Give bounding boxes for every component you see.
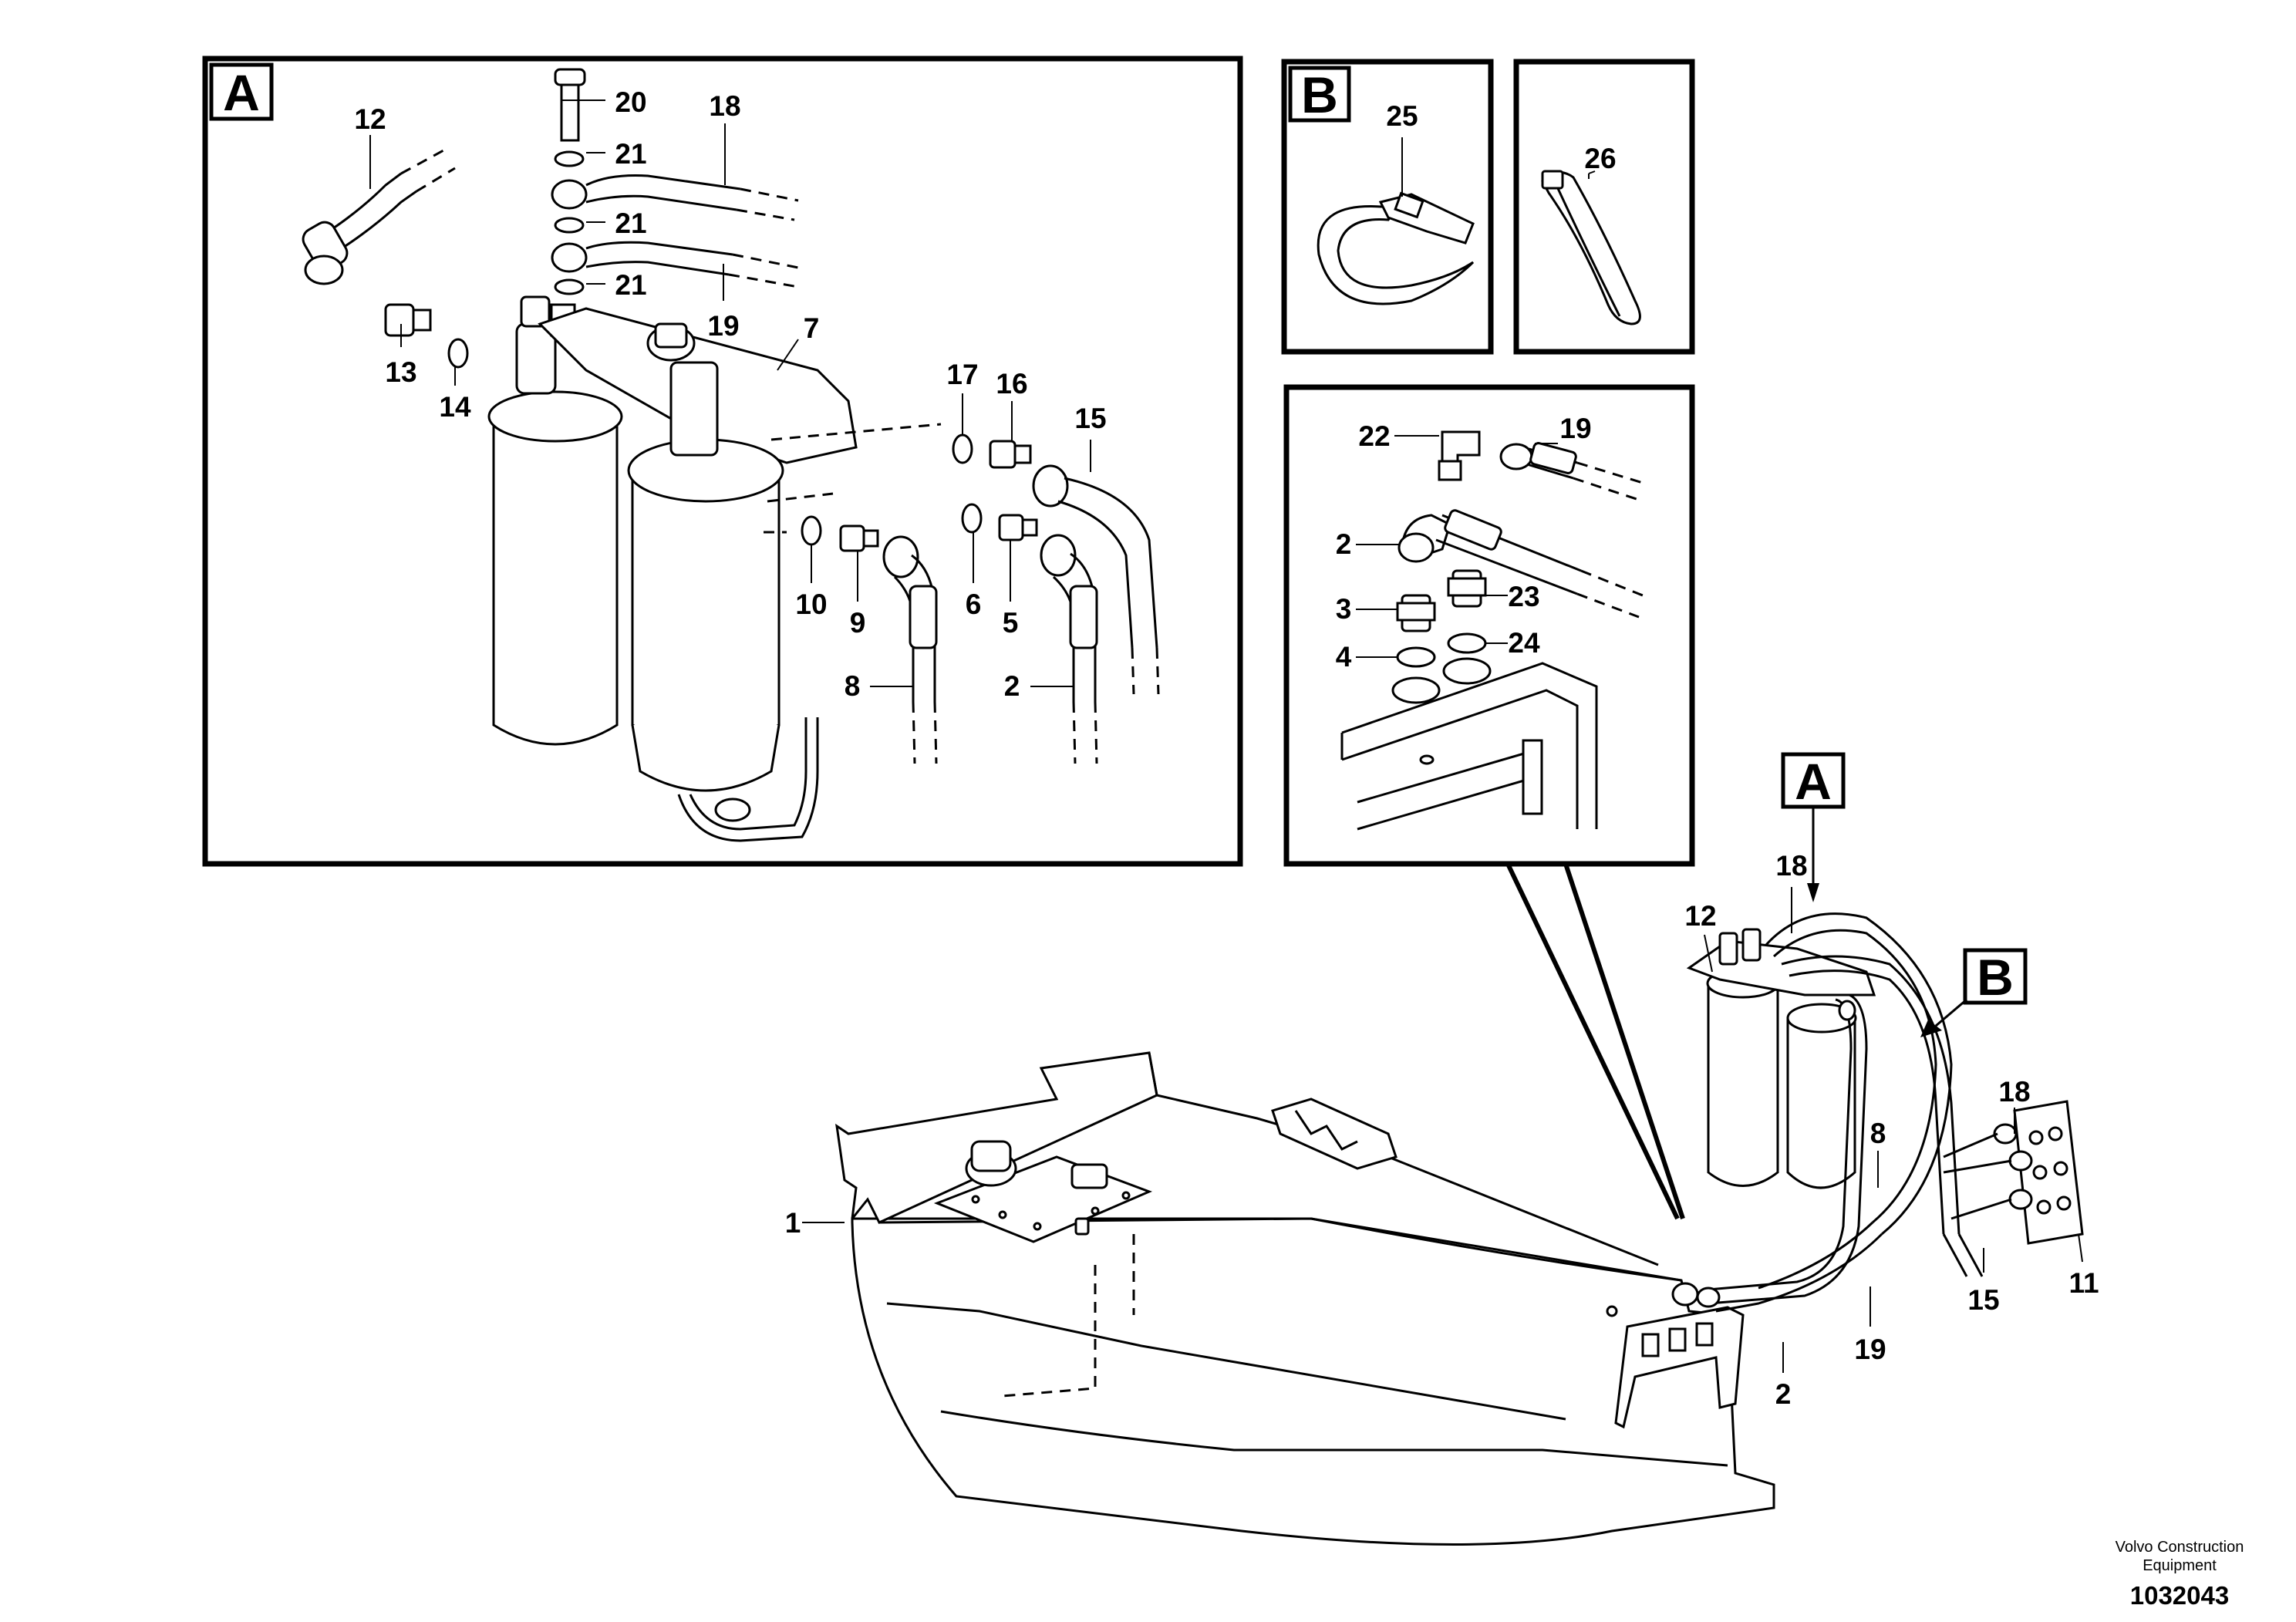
main-label-18a: 18 xyxy=(1775,850,1807,882)
label-15: 15 xyxy=(1074,403,1106,434)
banjo-18 xyxy=(551,179,588,210)
washer-6 xyxy=(961,503,983,534)
sender-unit xyxy=(933,1140,1153,1243)
document-number: 1032043 xyxy=(2130,1581,2229,1610)
main-callouts: A B 18 12 18 8 1 15 11 2 19 xyxy=(785,752,2099,1410)
hose-8 xyxy=(882,535,938,764)
label-2-detail: 2 xyxy=(1336,528,1352,560)
main-label-19: 19 xyxy=(1854,1334,1886,1365)
main-label-1: 1 xyxy=(785,1207,801,1239)
main-label-2: 2 xyxy=(1775,1378,1792,1410)
label-20: 20 xyxy=(615,86,646,118)
label-13: 13 xyxy=(385,356,416,388)
detail-a-letter: A xyxy=(223,64,260,121)
label-6: 6 xyxy=(966,588,982,620)
label-25: 25 xyxy=(1386,100,1418,132)
label-26: 26 xyxy=(1584,143,1616,174)
hose-15 xyxy=(1032,464,1160,695)
cable-tie-26 xyxy=(1541,170,1641,325)
hose-2-detail xyxy=(1397,509,1644,619)
washer-14 xyxy=(447,338,469,369)
detail-fittings-panel: 22 19 2 3 23 4 24 xyxy=(1283,384,1695,867)
detail-a-panel: A xyxy=(202,56,1243,867)
label-19-detail: 19 xyxy=(1559,413,1591,444)
fuel-tank-1 xyxy=(835,1051,1775,1546)
label-22: 22 xyxy=(1358,420,1390,452)
washer-24 xyxy=(1447,632,1487,654)
main-label-11: 11 xyxy=(2068,1267,2099,1299)
fitting-13 xyxy=(384,303,432,337)
label-19: 19 xyxy=(707,310,739,342)
main-label-15: 15 xyxy=(1967,1284,1999,1316)
label-23: 23 xyxy=(1508,581,1539,612)
callout-wedge xyxy=(1505,862,1685,1220)
manifold-11 xyxy=(1943,1100,2084,1245)
fuel-filter-assembly-7 xyxy=(487,295,942,842)
detail-c-panel: 26 xyxy=(1513,59,1695,355)
main-label-18b: 18 xyxy=(1998,1076,2030,1108)
main-label-8: 8 xyxy=(1870,1118,1886,1149)
label-21a: 21 xyxy=(615,138,646,170)
label-14: 14 xyxy=(439,391,471,423)
label-18: 18 xyxy=(709,90,740,122)
label-7: 7 xyxy=(804,312,820,344)
label-5: 5 xyxy=(1003,607,1019,639)
main-label-12: 12 xyxy=(1684,900,1716,932)
label-12: 12 xyxy=(354,103,386,135)
adapter-16 xyxy=(989,440,1032,469)
label-9: 9 xyxy=(850,607,866,639)
main-view-b-letter: B xyxy=(1977,949,2014,1006)
adapter-5 xyxy=(998,514,1038,541)
label-21c: 21 xyxy=(615,269,646,301)
detail-b-panel: B 25 xyxy=(1281,59,1494,355)
adapter-23 xyxy=(1447,569,1487,608)
banjo-bolt-20 xyxy=(554,68,586,142)
washer-10 xyxy=(801,515,822,546)
label-21b: 21 xyxy=(615,207,646,239)
washer-21a xyxy=(554,150,585,167)
leaders-a xyxy=(369,99,1091,687)
footer: Volvo Construction Equipment 1032043 xyxy=(2116,1539,2244,1610)
adapter-9 xyxy=(839,524,879,552)
label-16: 16 xyxy=(996,368,1027,400)
company-name: Volvo Construction xyxy=(2116,1539,2244,1556)
company-name-line2: Equipment xyxy=(2143,1557,2217,1574)
adapter-3 xyxy=(1396,594,1436,632)
label-2: 2 xyxy=(1004,670,1020,702)
hose-19-detail xyxy=(1499,442,1644,501)
arrow-a xyxy=(1807,883,1819,902)
hose-2 xyxy=(1040,534,1098,764)
detail-b-letter: B xyxy=(1301,66,1338,123)
washer-17 xyxy=(952,433,973,464)
main-view-a-letter: A xyxy=(1795,753,1832,810)
washer-4 xyxy=(1396,646,1436,668)
filter-assembly-main xyxy=(1671,912,2084,1313)
strap-25 xyxy=(1317,191,1475,305)
arrow-b xyxy=(1920,1020,1942,1037)
label-24: 24 xyxy=(1508,627,1540,659)
tank-bracket xyxy=(1271,1098,1397,1170)
washer-21c xyxy=(554,278,585,295)
label-17: 17 xyxy=(946,359,978,390)
tank-ports xyxy=(1391,657,1492,704)
hose-12 xyxy=(302,149,456,285)
rear-bracket xyxy=(1606,1305,1745,1429)
label-8: 8 xyxy=(845,670,861,702)
washer-21b xyxy=(554,217,585,234)
label-3: 3 xyxy=(1336,593,1352,625)
leaders-fittings xyxy=(1356,435,1558,658)
label-10: 10 xyxy=(795,588,827,620)
banjo-19 xyxy=(551,242,588,273)
label-4: 4 xyxy=(1336,641,1352,673)
elbow-22 xyxy=(1438,430,1481,481)
